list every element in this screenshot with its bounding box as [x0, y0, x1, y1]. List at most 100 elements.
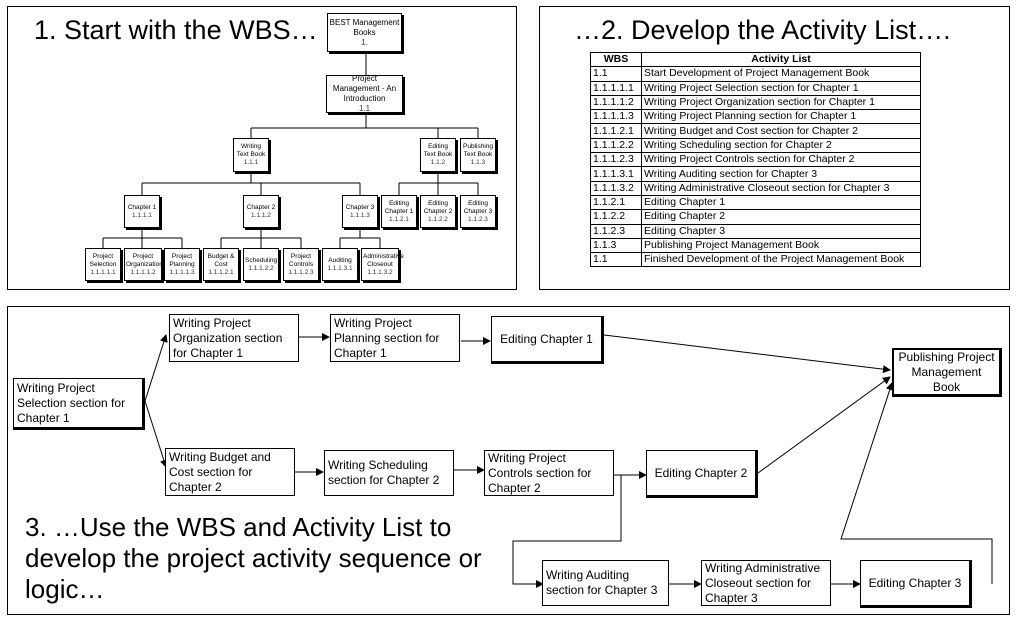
wbs-node-project-planning[interactable]: Project Planning 1.1.1.1.3 [164, 248, 200, 281]
wbs-node-code: 1.1.1 [243, 159, 259, 166]
wbs-node-label: Project Planning [169, 252, 195, 268]
node-editing-chapter-1[interactable]: Editing Chapter 1 [491, 316, 604, 364]
wbs-node-code: 1.1.1.2 [251, 211, 271, 219]
wbs-node-auditing[interactable]: Auditing 1.1.1.3.1 [322, 248, 358, 281]
wbs-node-code: 1.1.1.2.2 [248, 264, 274, 272]
activity-cell: Publishing Project Management Book [641, 237, 921, 254]
node-label: Writing Project Planning section for Cha… [334, 315, 440, 360]
wbs-node-code: 1.1.1.3 [350, 211, 370, 219]
activity-cell: Finished Development of the Project Mana… [641, 252, 921, 268]
wbs-node-label: Writing Text Book [236, 143, 266, 158]
wbs-node-chapter-3[interactable]: Chapter 3 1.1.1.3 [342, 195, 378, 228]
wbs-node-scheduling[interactable]: Scheduling 1.1.1.2.2 [243, 248, 279, 281]
node-project-organization[interactable]: Writing Project Organization section for… [169, 314, 299, 362]
activity-cell: Writing Scheduling section for Chapter 2 [641, 137, 921, 154]
activity-cell: Writing Auditing section for Chapter 3 [641, 166, 921, 182]
wbs-node-label: Chapter 3 [345, 203, 375, 211]
wbs-code-cell: 1.1.1.1.3 [590, 109, 642, 125]
column-header-activity: Activity List [641, 51, 921, 68]
wbs-node-code: 1. [361, 37, 368, 47]
wbs-node-administrative-closeout[interactable]: Administrative Closeout 1.1.1.3.2 [361, 248, 404, 281]
wbs-code-cell: 1.1 [590, 66, 642, 82]
node-label: Writing Budget and Cost section for Chap… [169, 449, 271, 494]
wbs-node-label: Project Selection [89, 252, 117, 268]
wbs-node-code: 1.1.2.1 [389, 215, 409, 223]
wbs-node-budget-cost[interactable]: Budget & Cost 1.1.1.2.1 [203, 248, 239, 281]
wbs-node-label: Editing Chapter 2 [423, 199, 453, 215]
node-editing-chapter-2[interactable]: Editing Chapter 2 [646, 450, 758, 498]
wbs-node-code: 1.1.1.1 [132, 211, 152, 219]
node-label: Writing Administrative Closeout section … [705, 560, 821, 605]
wbs-node-code: 1.1 [358, 104, 371, 113]
table-header-row: WBS Activity List [590, 51, 921, 68]
wbs-code-cell: 1.1.1.2.3 [590, 152, 642, 168]
wbs-code-cell: 1.1.1.3.1 [590, 166, 642, 182]
node-budget-cost[interactable]: Writing Budget and Cost section for Chap… [165, 448, 295, 496]
node-label: Editing Chapter 2 [654, 465, 748, 480]
wbs-node-code: 1.1.1.3.2 [367, 268, 393, 276]
node-project-selection[interactable]: Writing Project Selection section for Ch… [13, 378, 145, 430]
wbs-node-label: Editing Chapter 1 [384, 199, 414, 215]
wbs-code-cell: 1.1.1.3.2 [590, 180, 642, 196]
node-label: Publishing Project Management Book [898, 349, 995, 394]
wbs-node-code: 1.1.3 [470, 159, 486, 166]
wbs-node-label: BEST Management Books [329, 17, 400, 37]
wbs-node-project-management[interactable]: Project Management - An Introduction 1.1 [326, 74, 403, 113]
activity-cell: Writing Administrative Closeout section … [641, 180, 921, 196]
wbs-node-project-organization[interactable]: Project Organization 1.1.1.1.2 [124, 248, 163, 281]
wbs-node-label: Publishing Text Book [463, 143, 493, 158]
node-label: Writing Project Selection section for Ch… [17, 380, 126, 425]
wbs-node-label: Budget & Cost [207, 252, 235, 268]
wbs-code-cell: 1.1.3 [590, 237, 642, 254]
wbs-node-label: Editing Chapter 3 [463, 199, 493, 215]
node-editing-chapter-3[interactable]: Editing Chapter 3 [860, 560, 972, 608]
wbs-node-publishing[interactable]: Publishing Text Book 1.1.3 [460, 138, 496, 172]
node-label: Writing Project Controls section for Cha… [488, 450, 592, 495]
wbs-node-label: Chapter 2 [246, 203, 276, 211]
node-label: Editing Chapter 1 [500, 331, 593, 346]
node-publishing[interactable]: Publishing Project Management Book [892, 348, 1002, 397]
wbs-code-cell: 1.1 [590, 252, 642, 268]
wbs-node-writing[interactable]: Writing Text Book 1.1.1 [233, 138, 269, 172]
wbs-node-label: Project Organization [126, 252, 163, 268]
wbs-node-label: Project Management - An Introduction [332, 74, 397, 103]
activity-cell: Writing Project Controls section for Cha… [641, 152, 921, 168]
wbs-code-cell: 1.1.2.3 [590, 223, 642, 239]
wbs-node-label: Administrative Closeout [363, 252, 404, 268]
wbs-node-editing-chapter-1[interactable]: Editing Chapter 1 1.1.2.1 [381, 195, 417, 228]
node-auditing[interactable]: Writing Auditing section for Chapter 3 [542, 560, 669, 606]
wbs-node-project-controls[interactable]: Project Controls 1.1.1.2.3 [283, 248, 319, 281]
wbs-node-editing-chapter-3[interactable]: Editing Chapter 3 1.1.2.3 [460, 195, 496, 228]
wbs-node-project-selection[interactable]: Project Selection 1.1.1.1.1 [85, 248, 121, 281]
activity-cell: Writing Project Organization section for… [641, 94, 921, 111]
wbs-node-editing[interactable]: Editing Text Book 1.1.2 [420, 138, 456, 172]
wbs-code-cell: 1.1.1.2.2 [590, 137, 642, 154]
node-project-planning[interactable]: Writing Project Planning section for Cha… [330, 314, 460, 362]
wbs-node-chapter-1[interactable]: Chapter 1 1.1.1.1 [124, 195, 160, 228]
node-administrative-closeout[interactable]: Writing Administrative Closeout section … [701, 560, 831, 606]
node-project-controls[interactable]: Writing Project Controls section for Cha… [484, 450, 614, 496]
wbs-node-editing-chapter-2[interactable]: Editing Chapter 2 1.1.2.2 [420, 195, 456, 228]
node-label: Writing Project Organization section for… [173, 315, 283, 360]
wbs-node-root[interactable]: BEST Management Books 1. [327, 13, 402, 52]
wbs-node-chapter-2[interactable]: Chapter 2 1.1.1.2 [243, 195, 279, 228]
node-scheduling[interactable]: Writing Scheduling section for Chapter 2 [324, 450, 454, 496]
wbs-node-code: 1.1.2.3 [468, 215, 488, 223]
activity-cell: Editing Chapter 1 [641, 194, 921, 211]
activity-cell: Writing Project Selection section for Ch… [641, 80, 921, 96]
wbs-node-code: 1.1.2.2 [428, 215, 448, 223]
activity-cell: Writing Budget and Cost section for Chap… [641, 123, 921, 139]
wbs-panel-title: 1. Start with the WBS… [34, 15, 318, 45]
activity-cell: Writing Project Planning section for Cha… [641, 109, 921, 125]
node-label: Editing Chapter 3 [868, 575, 962, 590]
